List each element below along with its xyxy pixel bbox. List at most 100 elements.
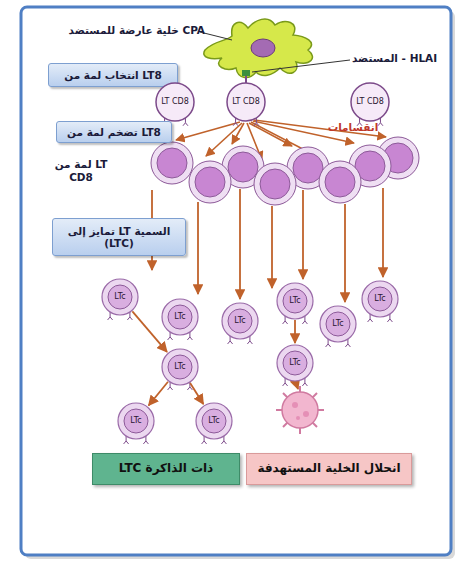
process-box: تضخم لمة من LT8	[56, 121, 172, 143]
clone-cell-core	[325, 167, 355, 197]
tcr-receptor	[245, 76, 247, 83]
box-label: انحلال الخلية المستهدفة	[257, 462, 400, 476]
cell-nucleus	[168, 355, 192, 379]
target-cell	[276, 386, 324, 434]
cytotoxic-t-cell: LTc	[275, 282, 315, 320]
cell-label: LT CD8	[161, 97, 189, 106]
t-cell: LT CD8	[226, 82, 266, 122]
cell-nucleus	[124, 409, 148, 433]
cell-spike	[283, 393, 317, 427]
division-arrow	[232, 123, 244, 144]
cytotoxic-t-cell: LTc	[116, 402, 156, 440]
result-box: LTC ذات الذاكرة	[92, 453, 240, 485]
cell-nucleus	[202, 409, 226, 433]
cell-nucleus	[251, 39, 275, 57]
cell-label: LTc	[174, 312, 185, 321]
cell-membrane	[162, 349, 198, 385]
cell-debris	[292, 402, 298, 408]
cell-membrane	[351, 83, 389, 121]
cell-nucleus	[368, 287, 392, 311]
cell-nucleus	[283, 289, 307, 313]
cell-nucleus	[168, 305, 192, 329]
clone-cell	[319, 161, 361, 203]
leader-line	[252, 60, 350, 72]
cell-label: LTc	[374, 294, 385, 303]
cell-spike	[283, 393, 317, 427]
cell-nucleus	[108, 285, 132, 309]
cell-membrane	[118, 403, 154, 439]
box-label: تمايز إلى LT السمية (LTC)	[53, 225, 185, 249]
cell-membrane	[102, 279, 138, 315]
clone-cell	[189, 161, 231, 203]
clone-cell-core	[157, 148, 187, 178]
cytotoxic-t-cell: LTc	[194, 402, 234, 440]
cell-label: LTc	[208, 416, 219, 425]
cell-membrane	[320, 306, 356, 342]
t-cell: LT CD8	[155, 82, 195, 122]
cell-label: LTc	[130, 416, 141, 425]
cell-debris	[303, 411, 309, 417]
differentiation-arrow	[190, 383, 203, 404]
cell-nucleus	[326, 312, 350, 336]
annotation-label: المستضد - HLAI	[352, 52, 444, 65]
clone-cell-core	[228, 152, 258, 182]
division-arrow	[176, 122, 240, 140]
differentiation-arrow	[294, 320, 296, 343]
cytotoxic-t-cell: LTc	[275, 344, 315, 382]
cell-membrane	[162, 299, 198, 335]
cell-label: LTc	[174, 362, 185, 371]
box-label: انتخاب لمة من LT8	[61, 69, 165, 81]
clone-cells	[151, 137, 419, 205]
antigen-presenting-cell	[204, 19, 313, 78]
hla-molecule	[242, 70, 250, 76]
cell-label: LTc	[114, 292, 125, 301]
process-box: انتخاب لمة من LT8	[48, 63, 178, 87]
cell-membrane	[277, 283, 313, 319]
t-cell: LT CD8	[350, 82, 390, 122]
result-box: انحلال الخلية المستهدفة	[246, 453, 412, 485]
cytotoxic-t-cell: LTc	[318, 305, 358, 343]
cell-label: LTc	[332, 319, 343, 328]
cell-label: LT CD8	[232, 97, 260, 106]
cytotoxic-t-cell: LTc	[160, 348, 200, 386]
lysis-arrow	[296, 383, 298, 389]
cell-label: LTc	[289, 296, 300, 305]
annotation-label: لمة من LT CD8	[46, 158, 116, 183]
differentiation-arrow	[382, 188, 384, 277]
process-note: انقسامات	[318, 121, 388, 134]
clone-cell-core	[260, 169, 290, 199]
differentiation-arrows	[152, 188, 383, 389]
clone-cell-core	[293, 153, 323, 183]
differentiation-arrow	[197, 202, 199, 294]
clone-cell	[151, 142, 193, 184]
cell-membrane	[362, 281, 398, 317]
cytotoxic-t-cell: LTc	[100, 278, 140, 316]
differentiation-arrow	[239, 189, 241, 299]
differentiation-arrow	[132, 311, 167, 351]
division-arrow	[249, 123, 292, 146]
clone-cell	[254, 163, 296, 205]
cytotoxic-t-cell: LTc	[360, 280, 400, 318]
cell-membrane	[156, 83, 194, 121]
box-label: تضخم لمة من LT8	[64, 126, 164, 138]
cytotoxic-t-cell: LTc	[160, 298, 200, 336]
differentiation-arrow	[344, 204, 346, 302]
box-label: LTC ذات الذاكرة	[119, 462, 214, 476]
cell-membrane	[196, 403, 232, 439]
differentiation-arrow	[302, 190, 304, 279]
differentiation-arrow	[149, 382, 168, 406]
cell-label: LT CD8	[356, 97, 384, 106]
cell-debris	[296, 416, 300, 420]
cell-membrane	[227, 83, 265, 121]
cell-label: LTc	[289, 358, 300, 367]
process-box: تمايز إلى LT السمية (LTC)	[52, 218, 186, 256]
clone-cell-core	[195, 167, 225, 197]
cell-nucleus	[283, 351, 307, 375]
lysed-target-cell	[282, 392, 318, 428]
cell-label: LTc	[234, 316, 245, 325]
cytotoxic-t-cell: LTc	[220, 302, 260, 340]
cell-membrane	[222, 303, 258, 339]
cell-membrane	[277, 345, 313, 381]
